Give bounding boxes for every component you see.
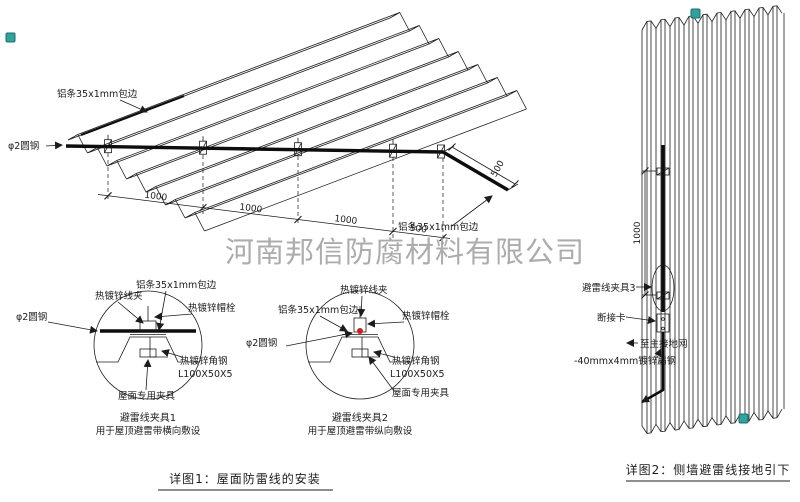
label-wire-clip-2: 热镀锌线夹 bbox=[340, 284, 388, 296]
caption-detail1-text: 详图1：屋面防雷线的安装 bbox=[169, 471, 321, 486]
label-angle-spec-1: L100X50X5 bbox=[178, 369, 233, 380]
detail-balloon-2 bbox=[305, 290, 415, 400]
label-roof-clamp-2: 屋面专用夹具 bbox=[392, 387, 450, 399]
label-angle-steel-1: 热镀锌角钢 bbox=[180, 355, 228, 367]
dim-500-slope: 500 bbox=[490, 159, 507, 179]
label-round-steel-roof: φ2圆钢 bbox=[8, 140, 39, 152]
label-edge-strip-top: 铝条35x1mm包边 bbox=[57, 88, 138, 100]
clamp2-subtitle: 用于屋顶避雷带纵向敷设 bbox=[308, 425, 413, 437]
wall-bottom-edge bbox=[641, 408, 783, 434]
label-round-steel-2: φ2圆钢 bbox=[246, 337, 277, 349]
roof-profile-1 bbox=[96, 336, 200, 363]
label-angle-steel-2: 热镀锌角钢 bbox=[392, 355, 440, 367]
roof-profile-2 bbox=[308, 336, 412, 363]
detail-circle-2: 铝条35x1mm包边 热镀锌线夹 热镀锌帽栓 φ2圆钢 热镀锌角钢 L100X5… bbox=[246, 284, 450, 437]
roof-clamp-device-2 bbox=[351, 348, 369, 358]
clamp1-title: 避雷线夹具1 bbox=[120, 411, 176, 424]
wall-corrugation-lines bbox=[641, 5, 785, 434]
roof-annotations: 铝条35x1mm包边 φ2圆钢 铝条35x1mm包边 bbox=[8, 88, 493, 233]
dim-1000-a: 1000 bbox=[144, 191, 168, 204]
dimension-line-slope bbox=[451, 146, 516, 185]
wall-elevation-view bbox=[641, 5, 785, 434]
wall-top-edge bbox=[641, 5, 783, 31]
roof-dimension-group: 1000 1000 1000 500 500 bbox=[97, 143, 519, 244]
stamp-mark-top-left bbox=[5, 32, 16, 43]
dim-500: 500 bbox=[409, 224, 428, 236]
clamp-mark bbox=[294, 137, 302, 157]
round-steel-section-dot bbox=[357, 328, 363, 334]
roof-corrugation-lines bbox=[67, 11, 527, 232]
dim-1000-c: 1000 bbox=[334, 214, 358, 227]
dimension-line bbox=[97, 194, 451, 239]
label-cap-bolt-1: 热镀锌帽栓 bbox=[188, 302, 236, 314]
roof-lightning-wire bbox=[65, 144, 509, 192]
clamp2-title: 避雷线夹具2 bbox=[332, 411, 388, 424]
clamp-mark bbox=[199, 136, 207, 155]
stamp-mark-top-right bbox=[690, 8, 701, 19]
wall-clamp-upper bbox=[656, 167, 670, 176]
wall-clamp-lower bbox=[656, 291, 670, 300]
flat-steel-downlead bbox=[641, 332, 665, 404]
angle-steel-1 bbox=[149, 337, 168, 358]
wall-downlead-group: 1000 避雷线夹具3 断接卡 至主接地网 -40mmx4mm镀锌扁钢 bbox=[574, 145, 688, 404]
caption-detail1: 详图1：屋面防雷线的安装 bbox=[158, 471, 333, 491]
wall-dim-1000: 1000 bbox=[633, 221, 643, 244]
clamp-mark bbox=[389, 139, 397, 158]
label-flat-steel: -40mmx4mm镀锌扁钢 bbox=[574, 355, 676, 367]
clamp1-subtitle: 用于屋顶避雷带横向敷设 bbox=[96, 425, 201, 437]
label-round-steel-1: φ2圆钢 bbox=[16, 311, 47, 323]
caption-detail2: 详图2：侧墙避雷线接地引下 bbox=[626, 462, 791, 482]
label-roof-clamp-1: 屋面专用夹具 bbox=[118, 390, 176, 402]
dim-1000-b: 1000 bbox=[239, 203, 263, 216]
stamp-mark-bottom-right bbox=[738, 413, 749, 424]
detail-balloon-1 bbox=[93, 290, 203, 400]
label-angle-spec-2: L100X50X5 bbox=[390, 369, 445, 380]
label-wire-clip-1: 热镀锌线夹 bbox=[95, 290, 143, 302]
company-watermark: 河南邦信防腐材料有限公司 bbox=[225, 235, 585, 269]
clamp-mark bbox=[104, 134, 112, 154]
roof-clamp-device-1 bbox=[139, 348, 157, 358]
roof-edge-strip bbox=[80, 94, 185, 137]
detail-circle-1: 热镀锌线夹 铝条35x1mm包边 热镀锌帽栓 φ2圆钢 热镀锌角钢 L100X5… bbox=[16, 279, 236, 437]
caption-detail2-text: 详图2：侧墙避雷线接地引下 bbox=[626, 462, 791, 477]
label-disconnect: 断接卡 bbox=[597, 312, 626, 324]
label-cap-bolt-2: 热镀锌帽栓 bbox=[402, 310, 450, 322]
label-edge-strip-bottom: 铝条35x1mm包边 bbox=[398, 221, 479, 233]
roof-isometric-view bbox=[65, 11, 527, 232]
angle-steel-2 bbox=[361, 337, 380, 358]
disconnect-card bbox=[656, 313, 670, 333]
label-edge-strip-2: 铝条35x1mm包边 bbox=[278, 304, 359, 316]
clamp3-balloon bbox=[651, 264, 675, 312]
label-to-ground: 至主接地网 bbox=[640, 338, 688, 350]
label-clamp3: 避雷线夹具3 bbox=[582, 282, 636, 294]
label-edge-strip-1: 铝条35x1mm包边 bbox=[136, 279, 217, 291]
